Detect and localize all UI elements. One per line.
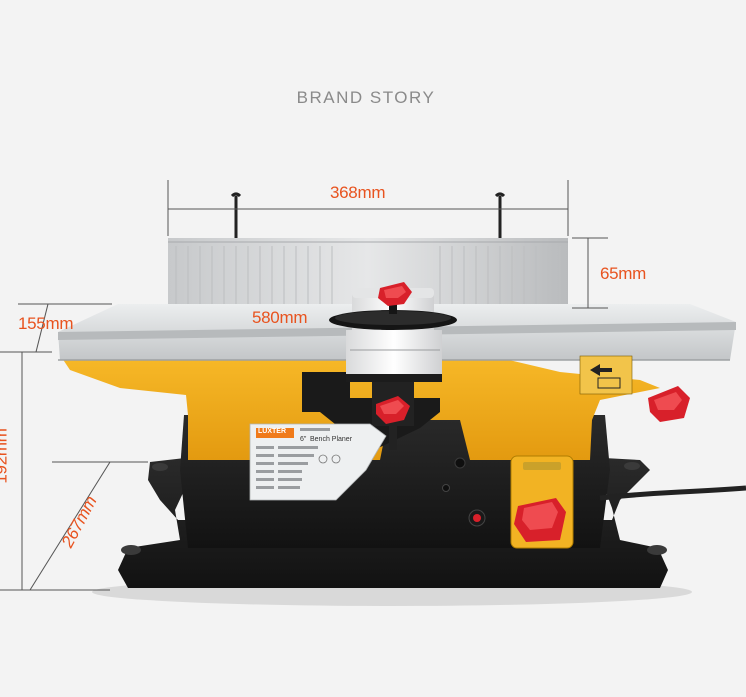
red-knob-icon (378, 282, 412, 314)
feed-direction-sticker (579, 355, 633, 395)
cutter-guard (329, 288, 457, 426)
fence (168, 238, 568, 308)
power-switch-icon (510, 455, 574, 549)
red-depth-knob-icon (376, 396, 410, 450)
reset-button-icon (468, 509, 486, 527)
indicator-light (454, 457, 466, 469)
dimension-table-width: 155mm (18, 314, 74, 333)
dimension-lines (0, 180, 608, 591)
screw (442, 484, 450, 492)
red-side-knob-icon (648, 386, 690, 422)
dimension-table-length: 580mm (252, 308, 308, 327)
cutter-window (302, 372, 440, 452)
label-brand: LUXTER (258, 428, 286, 435)
dimension-fence-length: 368mm (330, 183, 386, 202)
dimension-fence-height: 65mm (600, 264, 647, 283)
dimension-total-height: 192mm (0, 428, 11, 484)
base (118, 458, 668, 588)
label-size: 6" (300, 436, 307, 443)
spec-label (249, 423, 387, 501)
label-product: Bench Planer (310, 436, 353, 443)
page-heading: BRAND STORY (296, 88, 436, 107)
power-cord (599, 485, 746, 501)
